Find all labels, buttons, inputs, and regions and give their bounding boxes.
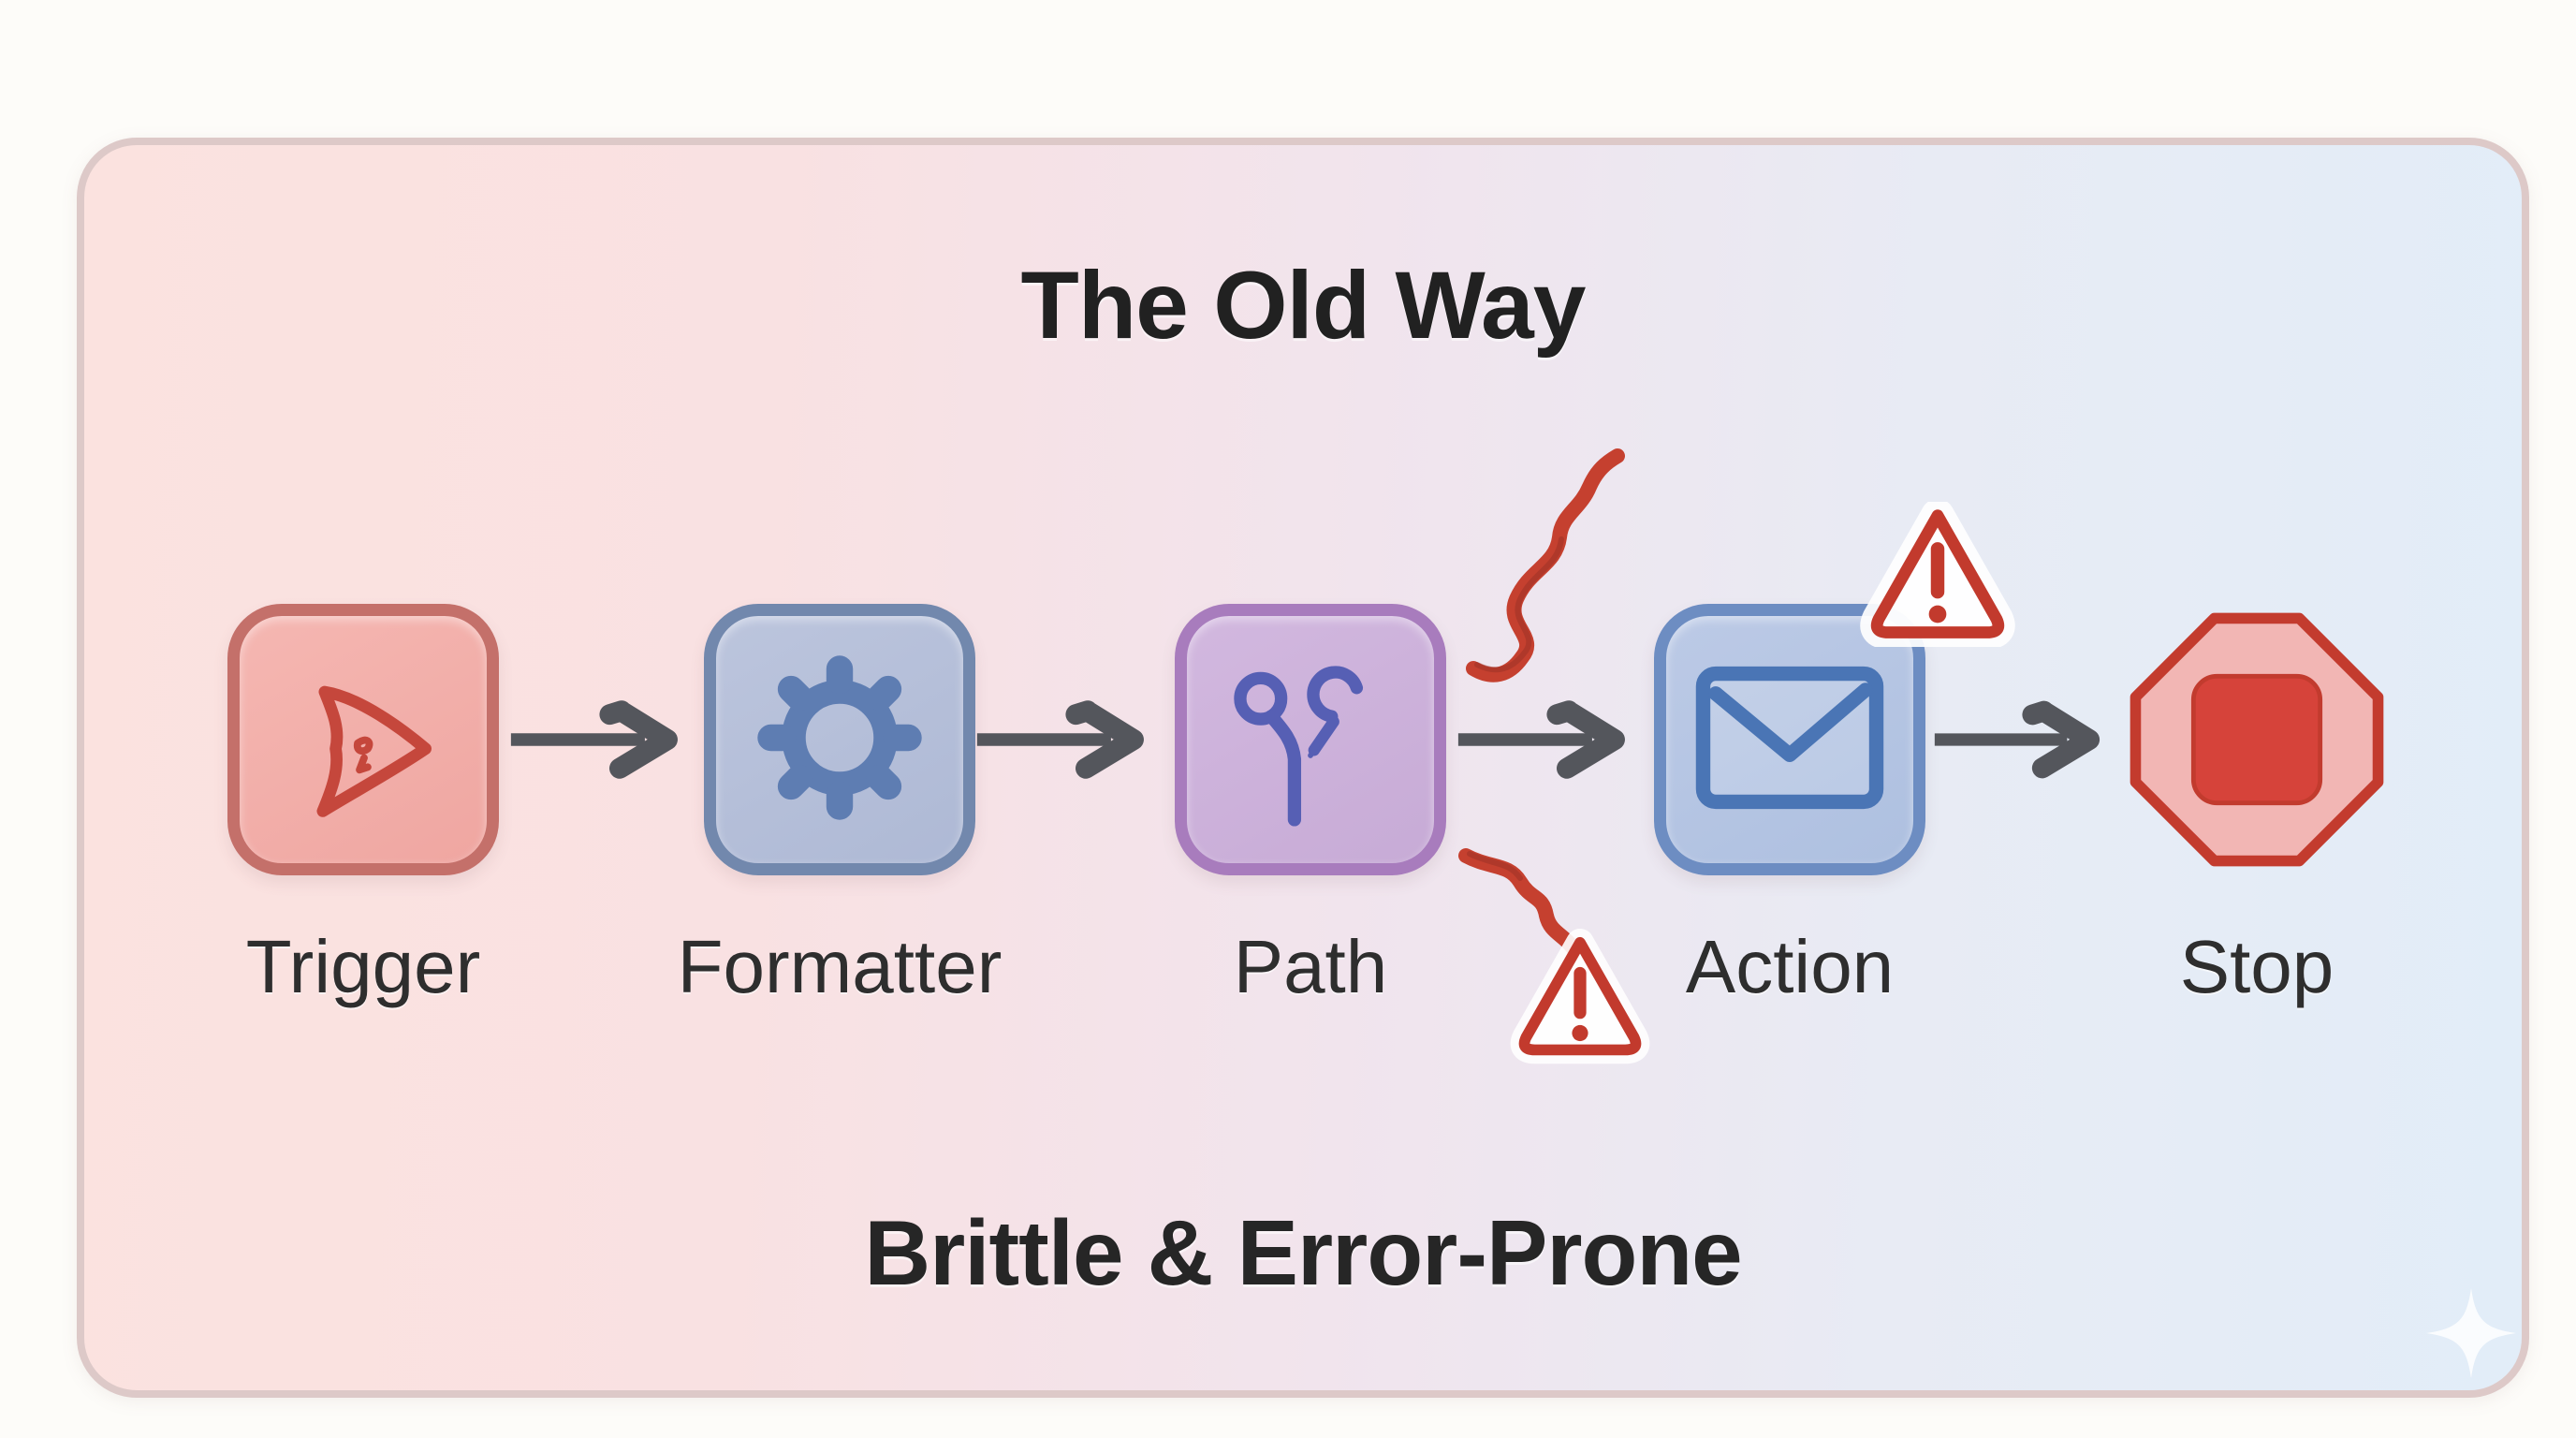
diagram-title: The Old Way <box>1020 252 1587 359</box>
warning-triangle-icon <box>1507 928 1653 1069</box>
stop-octagon-icon <box>2121 604 2393 875</box>
node-path: Path <box>1123 604 1498 1010</box>
play-arrow-icon <box>271 646 455 834</box>
path-label: Path <box>1233 925 1388 1008</box>
trigger-box <box>227 604 499 875</box>
branch-split-icon <box>1222 649 1399 831</box>
arrow-trigger-to-formatter <box>508 693 688 791</box>
node-trigger: Trigger <box>176 604 550 1010</box>
diagram-caption: Brittle & Error-Prone <box>864 1201 1742 1304</box>
arrow-action-to-stop <box>1932 693 2110 791</box>
envelope-icon <box>1690 660 1889 820</box>
warning-triangle-icon <box>1858 498 2017 652</box>
gear-icon <box>748 646 931 834</box>
node-action: Action <box>1603 604 1977 1010</box>
arrow-path-to-action <box>1456 693 1635 791</box>
node-stop: Stop <box>2070 604 2444 1010</box>
formatter-box <box>704 604 975 875</box>
path-box <box>1175 604 1446 875</box>
trigger-label: Trigger <box>245 925 481 1008</box>
action-box <box>1654 604 1925 875</box>
node-formatter: Formatter <box>652 604 1027 1010</box>
action-label: Action <box>1685 925 1895 1008</box>
formatter-label: Formatter <box>677 925 1003 1008</box>
stop-label: Stop <box>2179 925 2334 1008</box>
sparkle-icon <box>2424 1286 2518 1385</box>
arrow-formatter-to-path <box>974 693 1154 791</box>
